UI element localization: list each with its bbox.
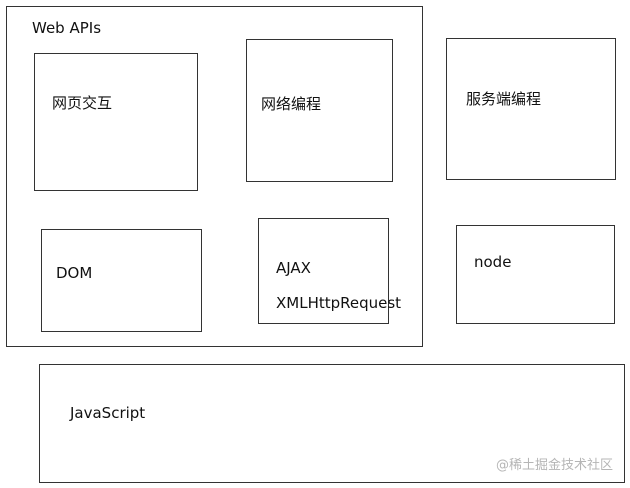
server-programming-box — [446, 38, 616, 180]
dom-label: DOM — [56, 264, 93, 282]
node-box — [456, 225, 615, 324]
dom-box — [41, 229, 202, 332]
javascript-box — [39, 364, 625, 483]
javascript-label: JavaScript — [70, 404, 146, 422]
watermark-text: @稀土掘金技术社区 — [496, 458, 614, 473]
web-apis-container — [6, 6, 423, 347]
server-programming-label: 服务端编程 — [466, 90, 542, 108]
network-programming-label: 网络编程 — [261, 95, 322, 113]
ajax-box — [258, 218, 389, 324]
node-label: node — [474, 253, 512, 271]
ajax-label: AJAX — [276, 259, 311, 277]
xmlhttprequest-label: XMLHttpRequest — [276, 294, 402, 312]
network-programming-box — [246, 39, 393, 182]
web-apis-title: Web APIs — [32, 19, 102, 37]
web-interaction-box — [34, 53, 198, 191]
web-interaction-label: 网页交互 — [52, 94, 113, 112]
